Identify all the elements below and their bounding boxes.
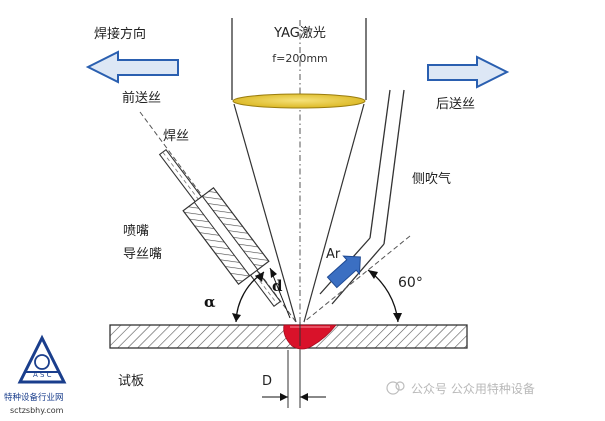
focal-length-label: f=200mm [272,52,328,65]
logo-title: 特种设备行业网 [4,392,64,403]
welding-direction-label: 焊接方向 [94,26,146,42]
specimen-label: 试板 [118,374,144,389]
watermark: 公众号 公众用特种设备 [386,381,535,396]
sixty-arc-tail [368,270,378,279]
logo-letters: A S C [33,371,52,379]
logo-icon [17,334,67,384]
wire-label: 焊丝 [163,128,189,144]
D-arrow-left-head [280,393,288,401]
logo-circle [34,354,50,370]
alpha-arc-tail [255,272,264,282]
gas-tube-outer-upper [369,89,391,239]
argon-label: Ar [326,247,341,262]
sixty-arc-head [393,313,402,322]
alpha-label: α [204,293,216,311]
argon-flow-arrow [326,255,361,289]
D-label: D [262,374,272,389]
D-arrow-right-head [300,393,308,401]
rear-feed-label: 后送丝 [436,97,475,112]
wire-guide-nozzle [182,186,270,286]
rear-feed-arrow [427,55,510,89]
weld-pool [283,324,337,350]
d-arrow-top [270,268,277,278]
sixty-degree-label: 60° [398,275,423,291]
front-feed-label: 前送丝 [122,90,161,106]
site-logo: A S C 特种设备行业网 sctzsbhy.com [4,334,67,415]
laser-label: YAG激光 [273,26,326,41]
alpha-arc-head [232,313,241,322]
beam-right-edge [303,103,365,323]
logo-url: sctzsbhy.com [10,406,64,415]
gas-axis [303,235,411,323]
side-gas-label: 侧吹气 [412,171,451,187]
gas-tube-inner-lower [331,243,385,305]
nozzle-label: 喷嘴 [123,224,149,239]
wire-guide-label: 导丝嘴 [123,247,162,262]
welding-direction-arrow [85,50,179,84]
d-label: d [272,277,283,295]
gas-tube-inner-upper [383,89,405,245]
sixty-degree-arc [367,269,399,323]
beam-left-edge [233,103,297,323]
watermark-text: 公众号 公众用特种设备 [411,381,535,396]
focusing-lens [232,93,366,109]
